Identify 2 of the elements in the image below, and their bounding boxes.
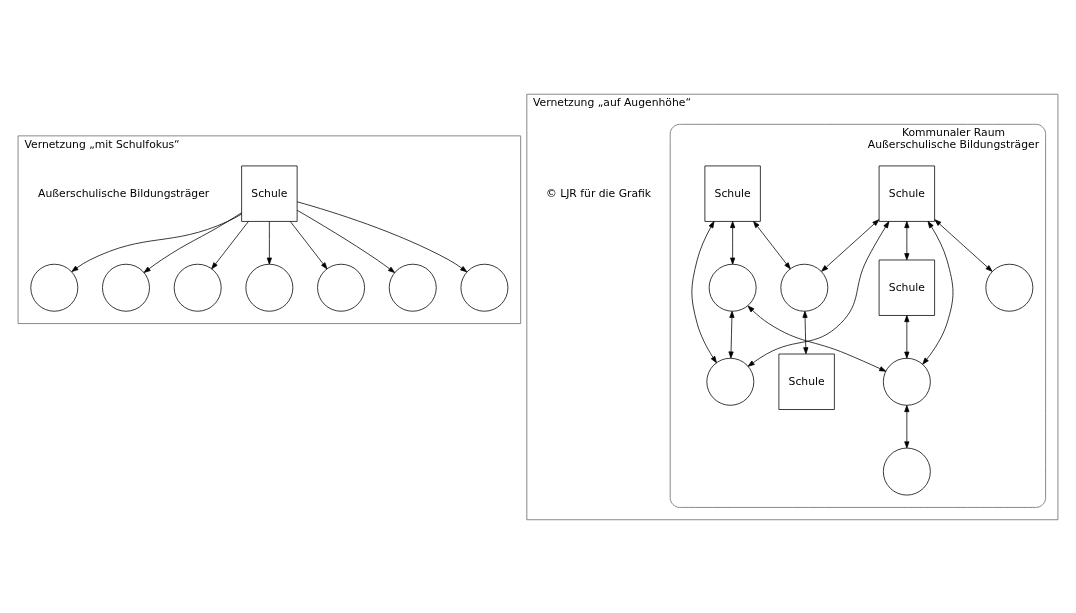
label: © LJR für die Grafik (545, 186, 652, 200)
label: Außerschulische Bildungsträger (38, 186, 210, 200)
